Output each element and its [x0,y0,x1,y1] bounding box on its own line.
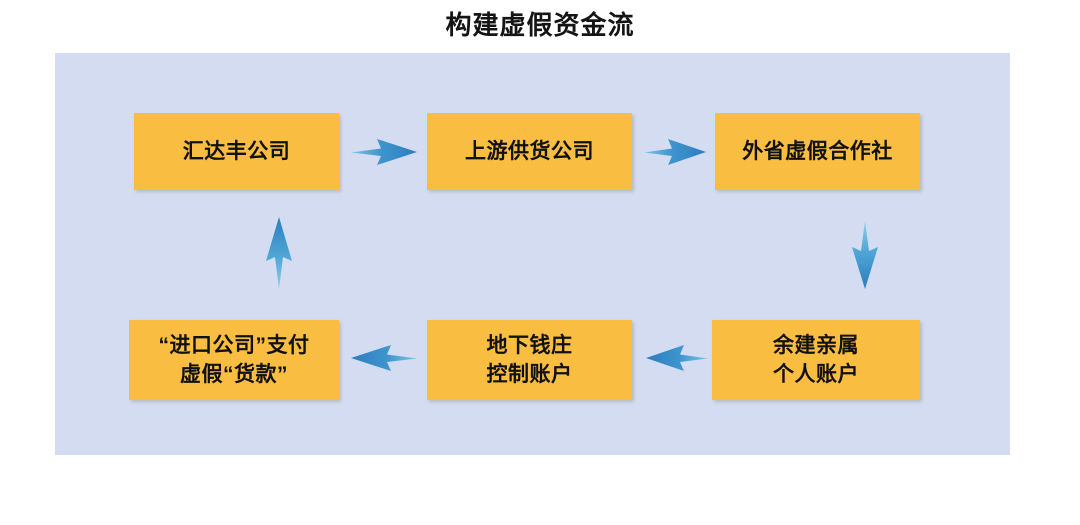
flow-node-supplier[interactable]: 上游供货公司 [427,113,632,190]
arrow-left-icon [351,341,417,375]
flow-node-label-line2: 虚假“货款” [180,363,288,386]
flow-node-huidafeng[interactable]: 汇达丰公司 [134,113,339,190]
flow-node-import-payment[interactable]: “进口公司”支付 虚假“货款” [129,320,339,400]
flow-node-label-line2: 控制账户 [486,363,573,386]
arrow-right-icon [644,136,706,168]
arrow-down-icon [848,221,882,289]
arrow-right-icon [351,136,417,168]
flow-node-label-line1: 地下钱庄 [486,334,573,357]
flow-node-relative-account[interactable]: 余建亲属 个人账户 [712,320,920,400]
arrow-up-icon [262,217,296,289]
flow-node-underground-bank[interactable]: 地下钱庄 控制账户 [427,320,632,400]
flow-node-label: 上游供货公司 [465,140,594,163]
flow-diagram-panel: 汇达丰公司 上游供货公司 外省虚假合作社 “进口公司”支付 虚假“货款” 地下钱… [55,53,1010,455]
arrow-left-icon [646,341,708,375]
flow-node-label-line2: 个人账户 [773,363,859,386]
flow-node-label: 外省虚假合作社 [742,140,893,163]
page-title: 构建虚假资金流 [445,10,635,40]
flow-node-label-line1: 余建亲属 [773,334,859,357]
flow-node-label-line1: “进口公司”支付 [158,334,310,357]
flow-node-fake-coop[interactable]: 外省虚假合作社 [715,113,920,190]
flow-node-label: 汇达丰公司 [182,140,291,163]
